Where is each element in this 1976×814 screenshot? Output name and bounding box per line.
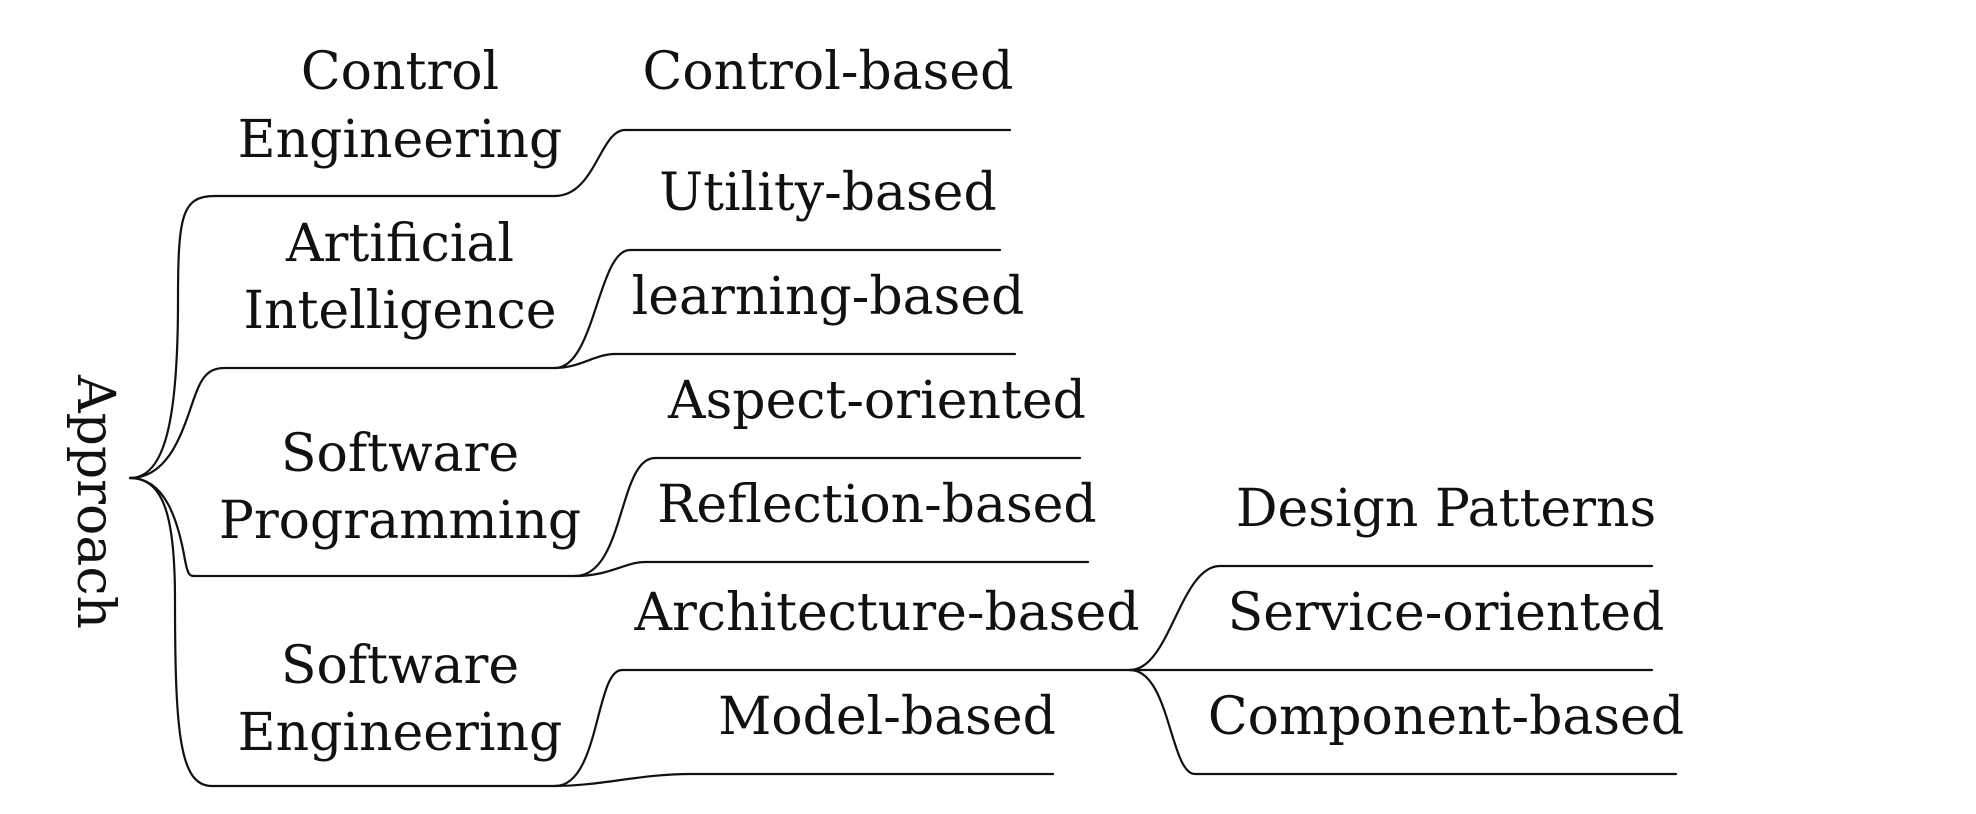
category-control-engineering-line1: Control xyxy=(301,42,499,102)
category-software-programming-line1: Software xyxy=(281,424,519,484)
approach-labels: Control-based Utility-based learning-bas… xyxy=(632,42,1140,747)
edge-root-software-programming xyxy=(128,476,577,578)
edge-artificial-intelligence-learning-based xyxy=(553,352,1017,370)
subtype-service-oriented: Service-oriented xyxy=(1228,583,1665,643)
category-control-engineering-line2: Engineering xyxy=(238,110,563,170)
approach-utility-based: Utility-based xyxy=(659,163,997,223)
category-software-engineering-line2: Engineering xyxy=(238,703,563,763)
category-edges xyxy=(553,128,1132,788)
approach-architecture-based: Architecture-based xyxy=(633,583,1139,643)
category-artificial-intelligence-line1: Artificial xyxy=(285,214,514,274)
edge-software-programming-aspect-oriented xyxy=(573,456,1082,578)
root-label: Approach xyxy=(65,374,125,629)
architecture-edges xyxy=(1128,564,1678,776)
subtype-design-patterns: Design Patterns xyxy=(1236,479,1656,539)
approach-control-based: Control-based xyxy=(643,42,1014,102)
edge-software-engineering-model-based xyxy=(553,772,1055,788)
edge-architecture-design-patterns xyxy=(1128,564,1654,672)
category-software-engineering-line1: Software xyxy=(281,636,519,696)
edge-software-programming-reflection-based xyxy=(573,560,1090,578)
approach-reflection-based: Reflection-based xyxy=(657,475,1096,535)
category-labels: Control Engineering Artificial Intellige… xyxy=(219,42,581,763)
category-software-programming-line2: Programming xyxy=(219,491,581,551)
category-artificial-intelligence-line2: Intelligence xyxy=(243,281,556,341)
edge-artificial-intelligence-utility-based xyxy=(553,248,1002,370)
subtype-component-based: Component-based xyxy=(1208,687,1684,747)
approach-model-based: Model-based xyxy=(718,687,1056,747)
architecture-subtype-labels: Design Patterns Service-oriented Compone… xyxy=(1208,479,1684,747)
edge-root-software-engineering xyxy=(128,476,557,788)
approach-aspect-oriented: Aspect-oriented xyxy=(667,371,1086,431)
edge-architecture-component-based xyxy=(1128,668,1678,776)
edge-root-artificial-intelligence xyxy=(128,366,557,480)
root-edges xyxy=(128,194,577,788)
edge-software-engineering-architecture-based xyxy=(553,668,1132,788)
edge-root-control-engineering xyxy=(128,194,557,480)
edge-control-engineering-control-based xyxy=(553,128,1012,198)
approach-learning-based: learning-based xyxy=(632,267,1025,327)
